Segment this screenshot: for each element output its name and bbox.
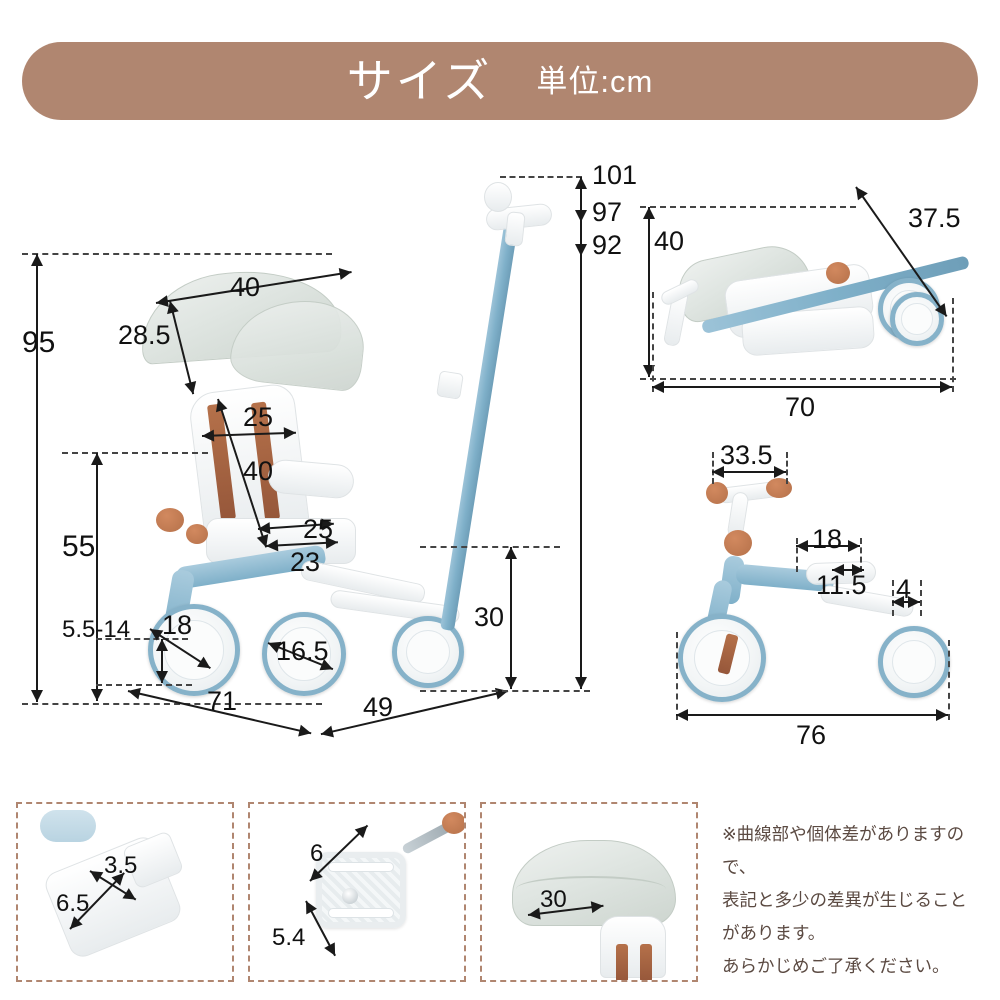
- footnote: ※曲線部や個体差がありますので、 表記と多少の差異が生じること があります。 あ…: [722, 818, 988, 983]
- pole-joint-art: [436, 370, 464, 400]
- dim-footrest-length: 6.5: [56, 890, 90, 917]
- dim-footrest-height: 5.5-14: [62, 616, 131, 643]
- pedal-wood-art: [186, 524, 208, 544]
- dim-base-right: 49: [363, 692, 394, 722]
- guide-footrest-bottom: [96, 684, 192, 686]
- canopy-detail-strap2-art: [640, 944, 652, 980]
- dim-buckle-length: 6: [310, 840, 324, 867]
- canopy-detail-strap-art: [616, 944, 628, 980]
- footnote-line-4: あらかじめご了承ください。: [722, 956, 950, 976]
- dim-handlebar-width: 33.5: [720, 440, 773, 470]
- dim-canopy-width: 40: [230, 272, 261, 302]
- guide-rear-top: [420, 546, 560, 548]
- guide-folded-bottom: [640, 378, 956, 380]
- buckle-slot-bottom-art: [328, 908, 394, 918]
- dim-saddle-width: 11.5: [816, 570, 867, 600]
- dim-seat-depth: 23: [290, 547, 321, 577]
- buckle-slot-top-art: [328, 862, 394, 872]
- canopy-detail-seam-art: [516, 876, 666, 902]
- page-header-banner: サイズ 単位:cm: [22, 42, 978, 120]
- guide-handle-top: [500, 176, 582, 178]
- measure-line-saddle-length: [796, 540, 860, 552]
- dim-handle-high: 101: [592, 160, 638, 190]
- dim-rear-height: 30: [474, 602, 505, 632]
- dim-canopy-front-width: 30: [540, 886, 567, 913]
- bike-headset-art: [724, 530, 752, 556]
- measure-line-folded-length: [652, 381, 952, 393]
- guide-saddle-left: [796, 538, 798, 572]
- dim-folded-height: 40: [654, 226, 685, 256]
- guide-handlebar-right: [786, 452, 788, 484]
- buckle-wood-art: [442, 812, 464, 834]
- canopy-detail-mount-art: [600, 916, 666, 978]
- measure-line-handlebar-width: [712, 466, 786, 478]
- footrest-mount-art: [40, 810, 96, 842]
- measure-line-rear-height: [505, 547, 517, 689]
- guide-folded-right: [952, 298, 954, 392]
- dim-bike-length: 76: [796, 720, 827, 750]
- dim-saddle-length: 18: [812, 524, 843, 554]
- detail-panel-canopy: 30: [480, 802, 698, 982]
- guide-footrest-top: [96, 638, 188, 640]
- footnote-line-1: ※曲線部や個体差がありますので、: [722, 824, 965, 877]
- bike-grip-left-art: [706, 482, 728, 504]
- dim-folded-depth: 37.5: [908, 203, 961, 233]
- measure-line-bike-length: [676, 709, 948, 721]
- guide-rear-bottom: [420, 690, 590, 692]
- measure-line-footrest-height: [156, 639, 168, 683]
- detail-panel-footrest: 3.5 6.5: [16, 802, 234, 982]
- guide-folded-left: [652, 292, 654, 392]
- measure-line-base-right: [320, 690, 509, 736]
- guide-bottom-95: [22, 703, 322, 705]
- guide-top-95: [22, 253, 332, 255]
- guide-axle-right: [920, 580, 922, 616]
- bike-rear-wheel-art: [878, 626, 950, 698]
- measure-line-handle-height: [575, 177, 587, 689]
- buckle-art-group: [250, 804, 464, 980]
- dim-canopy-depth: 28.5: [118, 320, 171, 350]
- footrest-art-group: [18, 804, 232, 980]
- guide-seat-height: [62, 452, 208, 454]
- handle-knob-art: [484, 182, 512, 212]
- guide-saddle-right: [860, 538, 862, 572]
- canopy-detail-art-group: [482, 804, 696, 980]
- measure-line-saddle-width: [832, 564, 864, 576]
- measure-line-axle-width: [892, 596, 920, 608]
- dim-axle-width: 4: [896, 574, 912, 604]
- dim-total-height: 95: [22, 326, 56, 359]
- folded-wood-art: [826, 262, 850, 284]
- measure-line-total-height: [31, 254, 43, 702]
- measure-line-seat-height: [91, 453, 103, 701]
- handle-stem-art: [504, 211, 526, 247]
- measure-line-folded-height: [643, 207, 655, 377]
- footnote-line-2: 表記と多少の差異が生じること: [722, 890, 967, 910]
- dim-handle-mid: 97: [592, 197, 623, 227]
- dim-rear-wheel: 16.5: [276, 636, 329, 666]
- dim-seatback-width: 25: [243, 402, 274, 432]
- handle-tick-97: [575, 210, 587, 222]
- dim-buckle-width: 5.4: [272, 924, 306, 951]
- rear-wheel-art: [392, 616, 464, 688]
- footnote-line-3: があります。: [722, 923, 826, 943]
- dim-base-left: 71: [207, 686, 238, 716]
- grip-wood-art: [156, 508, 184, 532]
- dim-seat-height: 55: [62, 530, 96, 563]
- dim-seatback-height: 40: [243, 456, 274, 486]
- dim-front-wheel: 18: [162, 610, 193, 640]
- push-handle-pole-art: [440, 214, 520, 632]
- detail-panel-buckle: 6 5.4: [248, 802, 466, 982]
- bike-grip-right-art: [766, 478, 792, 498]
- guide-bike-left: [676, 632, 678, 720]
- mid-wheel-art: [262, 612, 346, 696]
- dim-folded-length: 70: [785, 392, 816, 422]
- handle-tick-92: [575, 244, 587, 256]
- unit-label: 単位:cm: [536, 63, 654, 99]
- guide-folded-top: [640, 206, 856, 208]
- page-title: サイズ: [346, 55, 493, 107]
- dim-handle-low: 92: [592, 230, 623, 260]
- buckle-screw-art: [342, 888, 358, 904]
- guide-bike-right: [948, 640, 950, 720]
